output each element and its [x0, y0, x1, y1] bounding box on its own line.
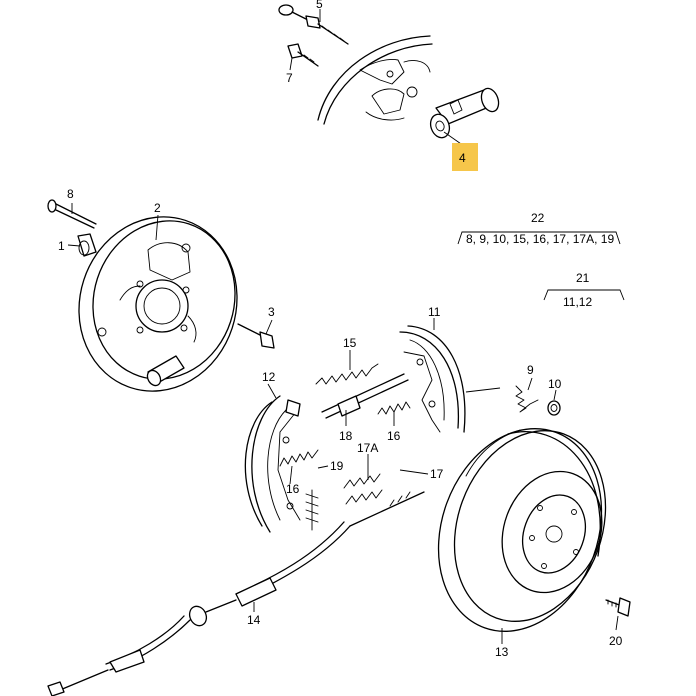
- brake-shoe-12: [244, 395, 301, 533]
- pin-19: [305, 489, 319, 531]
- callout-8[interactable]: 8: [67, 187, 74, 201]
- bolt-part-7: [287, 43, 319, 67]
- spring-15: [315, 363, 379, 385]
- brake-cable-14: [47, 491, 425, 696]
- bolt-part-3: [237, 323, 275, 349]
- bolt-part-8: [47, 199, 97, 229]
- clip-10: [547, 400, 561, 416]
- bolt-part-20: [605, 597, 631, 617]
- group-bracket-21: [543, 289, 625, 301]
- callout-labels: 4 5 7 8 2 1 3 11 15 12 18 16 17A 19 17 1…: [58, 0, 623, 659]
- spring-17: [345, 489, 383, 505]
- adjuster-18: [321, 373, 409, 419]
- callout-18[interactable]: 18: [339, 429, 353, 443]
- callout-16-lower[interactable]: 16: [286, 482, 300, 496]
- callout-9[interactable]: 9: [527, 363, 534, 377]
- backing-plate: [78, 216, 238, 392]
- group-21-members: 11,12: [563, 295, 592, 309]
- callout-highlight-4: [452, 143, 478, 171]
- callout-12[interactable]: 12: [262, 370, 276, 384]
- callout-15[interactable]: 15: [343, 336, 357, 350]
- callout-1[interactable]: 1: [58, 239, 65, 253]
- brake-shoe-11: [399, 325, 466, 433]
- spring-16-lower: [279, 449, 319, 467]
- callout-13[interactable]: 13: [495, 645, 509, 659]
- callout-16-upper[interactable]: 16: [387, 429, 401, 443]
- callout-17a[interactable]: 17A: [357, 441, 378, 455]
- callout-22[interactable]: 22: [531, 211, 545, 225]
- upper-backing-plate: [317, 35, 433, 125]
- callout-3[interactable]: 3: [268, 305, 275, 319]
- callout-20[interactable]: 20: [609, 634, 623, 648]
- spring-17a: [343, 473, 381, 489]
- callout-5[interactable]: 5: [316, 0, 323, 11]
- brake-drum-13: [437, 428, 607, 632]
- callout-10[interactable]: 10: [548, 377, 562, 391]
- callout-7[interactable]: 7: [286, 71, 293, 85]
- callout-19[interactable]: 19: [330, 459, 344, 473]
- wheel-cylinder: [429, 87, 500, 139]
- callout-21[interactable]: 21: [576, 271, 590, 285]
- group-bracket-22: [457, 231, 621, 245]
- callout-4[interactable]: 4: [459, 151, 466, 165]
- callout-11[interactable]: 11: [428, 305, 441, 319]
- spring-9: [515, 385, 539, 413]
- leader-lines: [67, 9, 619, 644]
- bolt-part-5: [278, 4, 349, 45]
- callout-14[interactable]: 14: [247, 613, 261, 627]
- bushing-part-1: [77, 233, 97, 257]
- callout-2[interactable]: 2: [154, 201, 161, 215]
- callout-17[interactable]: 17: [430, 467, 444, 481]
- group-22-members: 8, 9, 10, 15, 16, 17, 17A, 19: [466, 232, 614, 246]
